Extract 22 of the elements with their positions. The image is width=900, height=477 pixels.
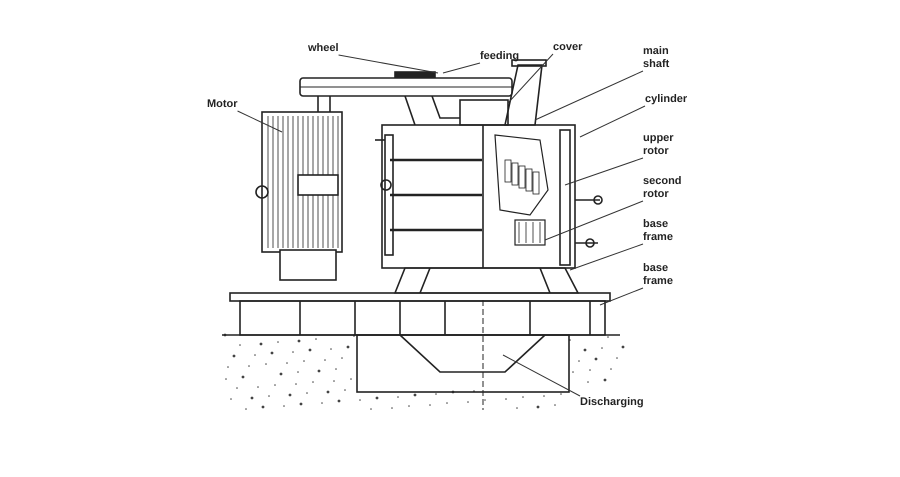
part-label: base frame [643,218,683,244]
part-label: upper rotor [643,132,688,158]
part-label: Discharging [580,396,644,409]
part-label: feeding [480,50,520,63]
leader-line [600,288,644,306]
part-label: cylinder [645,93,688,106]
part-label: wheel [308,42,339,55]
leader-line [544,200,644,240]
leader-line [534,70,644,120]
part-label: cover [553,41,582,54]
leader-line [564,158,644,186]
leader-line [338,54,438,74]
part-label: second rotor [643,175,693,201]
part-label: main shaft [643,45,693,71]
leader-line [570,244,644,270]
leader-line [237,110,282,132]
leader-line [442,62,480,74]
leader-line [508,54,554,104]
part-label: Motor [207,98,238,111]
part-label: base frame [643,262,683,288]
leader-line [502,354,580,396]
leader-line [580,106,646,138]
